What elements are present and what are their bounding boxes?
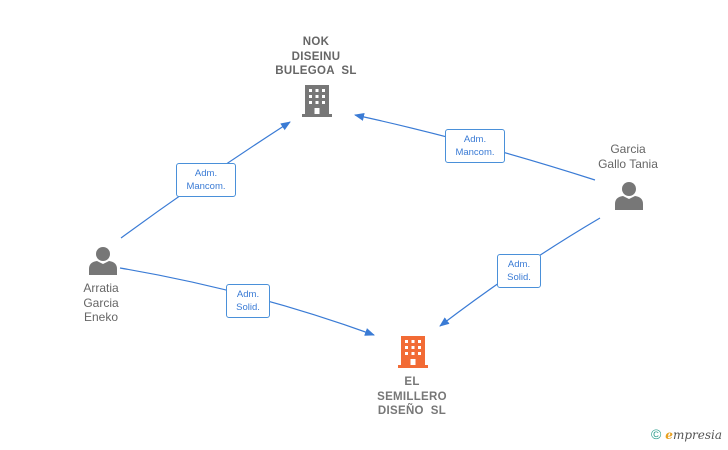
edge-label-arratia-semillero: Adm. Solid.: [226, 284, 270, 318]
label-line: Garcia: [610, 142, 646, 156]
edge-label-line: Adm.: [463, 134, 487, 145]
label-line: Arratia: [83, 281, 119, 295]
node-label-nok: NOK DISEINU BULEGOA SL: [256, 35, 376, 79]
person-icon: [89, 247, 117, 275]
label-line: DISEÑO SL: [377, 405, 447, 417]
person-icon: [615, 182, 643, 210]
label-line: DISEINU: [291, 50, 341, 63]
label-line: SEMILLERO: [377, 390, 447, 403]
label-line: Gallo Tania: [598, 156, 658, 171]
brand-logo-text: mpresia: [672, 428, 722, 442]
label-line: Eneko: [83, 310, 119, 324]
brand-logo-e: e: [665, 428, 673, 442]
edge-label-garcia-semillero: Adm. Solid.: [497, 254, 541, 288]
label-line: NOK: [302, 36, 330, 48]
edge-label-line: Adm.: [507, 259, 531, 270]
edge-label-line: Solid.: [236, 302, 260, 313]
node-label-garcia: Garcia Gallo Tania: [580, 142, 676, 171]
edge-label-line: Mancom.: [186, 181, 226, 192]
node-label-arratia: Arratia Garcia Eneko: [61, 281, 141, 325]
brand-logo: empresia: [665, 428, 722, 442]
edge-label-line: Adm.: [236, 289, 260, 300]
edge-label-line: Solid.: [507, 272, 531, 283]
copyright-symbol: ©: [650, 426, 662, 442]
edge-label-line: Adm.: [194, 168, 218, 179]
edge-label-arratia-nok: Adm. Mancom.: [176, 163, 236, 197]
label-line: EL: [404, 376, 420, 388]
building-icon-main: [398, 336, 428, 368]
edge-label-line: Mancom.: [455, 147, 495, 158]
copyright-watermark: ©empresia: [651, 426, 722, 442]
edge-label-garcia-nok: Adm. Mancom.: [445, 129, 505, 163]
node-label-semillero: EL SEMILLERO DISEÑO SL: [352, 375, 472, 419]
building-icon: [302, 85, 332, 117]
label-line: Garcia: [83, 295, 119, 310]
label-line: BULEGOA SL: [275, 65, 357, 77]
